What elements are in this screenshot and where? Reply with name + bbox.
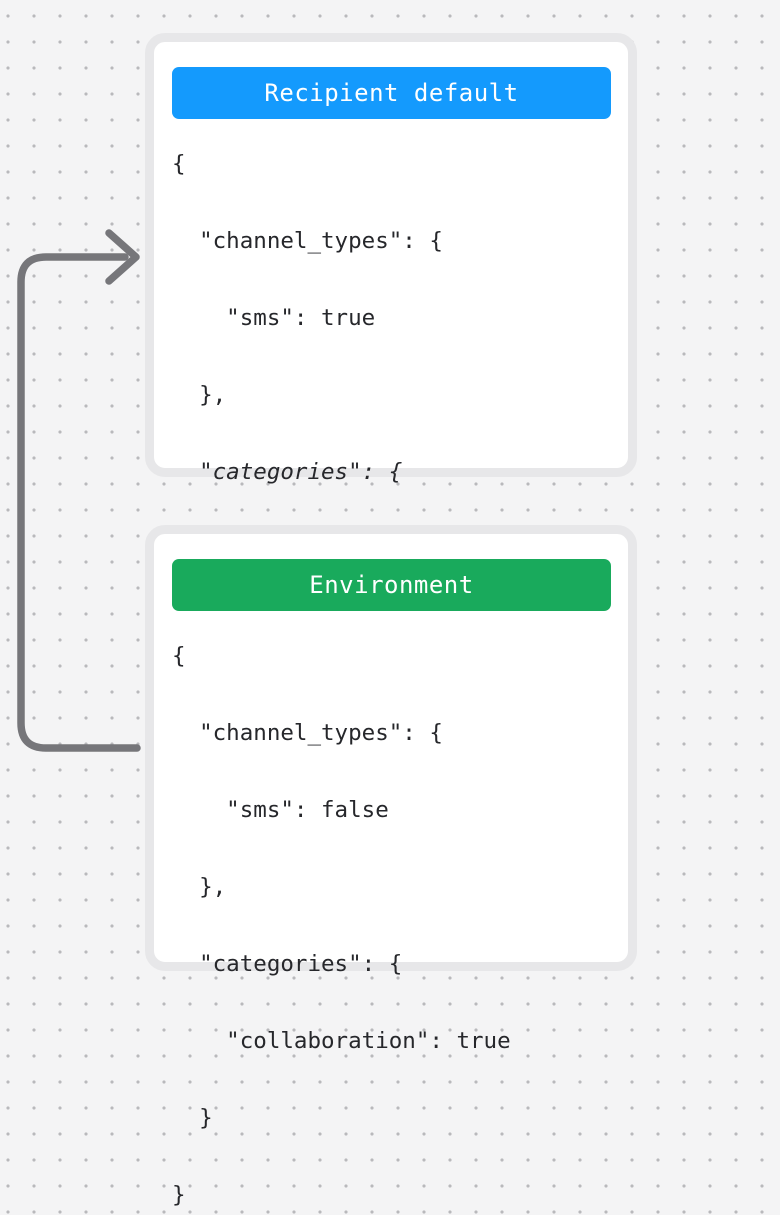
- environment-code-block: { "channel_types": { "sms": false }, "ca…: [172, 637, 611, 1215]
- recipient-default-card: Recipient default { "channel_types": { "…: [145, 33, 637, 716]
- code-line: },: [172, 874, 227, 900]
- environment-card: Environment { "channel_types": { "sms": …: [145, 525, 637, 1208]
- code-line: }: [172, 1105, 213, 1131]
- code-line: {: [172, 151, 186, 177]
- recipient-default-title: Recipient default: [264, 79, 519, 107]
- code-line: },: [172, 382, 227, 408]
- code-line: "channel_types": {: [172, 720, 443, 746]
- code-line: "categories": {: [172, 951, 403, 977]
- code-line: "sms": false: [172, 797, 389, 823]
- code-line: {: [172, 643, 186, 669]
- code-line: "categories": {: [172, 459, 403, 485]
- merge-arrow-line: [17, 253, 141, 752]
- code-line: "sms": true: [172, 305, 376, 331]
- code-line: "collaboration": true: [172, 1028, 511, 1054]
- environment-header-badge: Environment: [172, 559, 611, 611]
- environment-title: Environment: [309, 571, 474, 599]
- merge-arrow-head: [105, 229, 140, 285]
- code-line: }: [172, 1182, 186, 1208]
- recipient-default-header-badge: Recipient default: [172, 67, 611, 119]
- code-line: "channel_types": {: [172, 228, 443, 254]
